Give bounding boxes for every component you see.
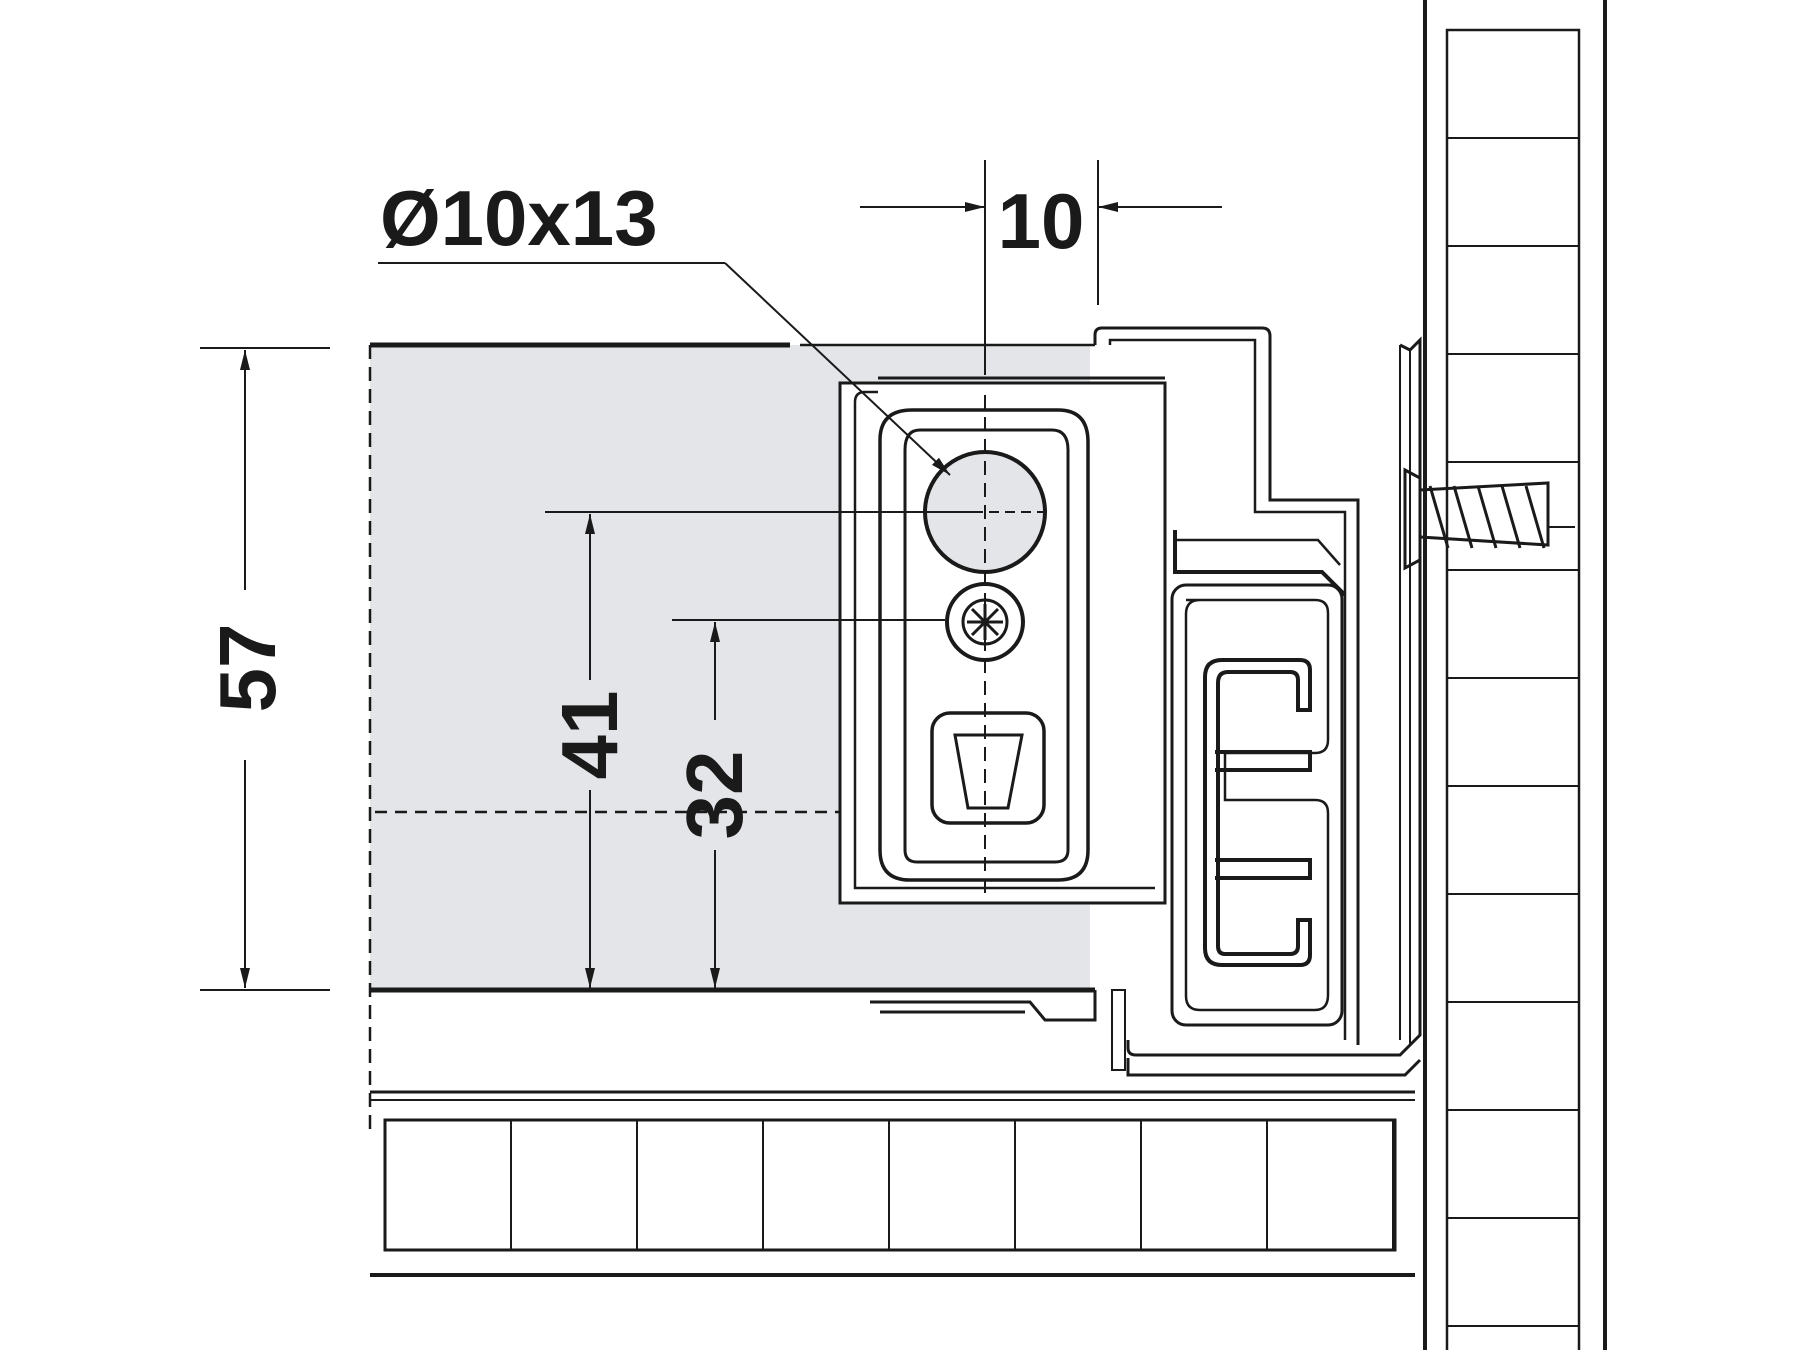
- front-fixing-bracket: [838, 376, 1167, 905]
- dimension-height-57: [200, 347, 330, 991]
- screw-thread: [1428, 485, 1450, 549]
- screw-thread: [1452, 485, 1474, 549]
- dimension-height-32: [672, 619, 945, 988]
- dimension-label-10: 10: [998, 177, 1085, 265]
- mounting-screw: [1403, 467, 1575, 571]
- dimension-label-41: 41: [545, 691, 634, 780]
- dimension-label-57: 57: [203, 624, 292, 713]
- dimension-label-32: 32: [670, 751, 759, 840]
- dimension-offset-10: [860, 160, 1222, 375]
- screw-thread: [1524, 485, 1546, 549]
- dimension-label-hole: Ø10x13: [380, 174, 658, 262]
- drawer-bottom-panel: [370, 1090, 1415, 1277]
- cabinet-side-wall: [1423, 0, 1607, 1350]
- dimension-height-41: [545, 511, 975, 988]
- release-latch: [930, 711, 1046, 825]
- screw-thread: [1476, 485, 1498, 549]
- dimension-hole-leader: [378, 262, 951, 476]
- runner-profile: [870, 326, 1422, 1077]
- screw-thread: [1500, 485, 1522, 549]
